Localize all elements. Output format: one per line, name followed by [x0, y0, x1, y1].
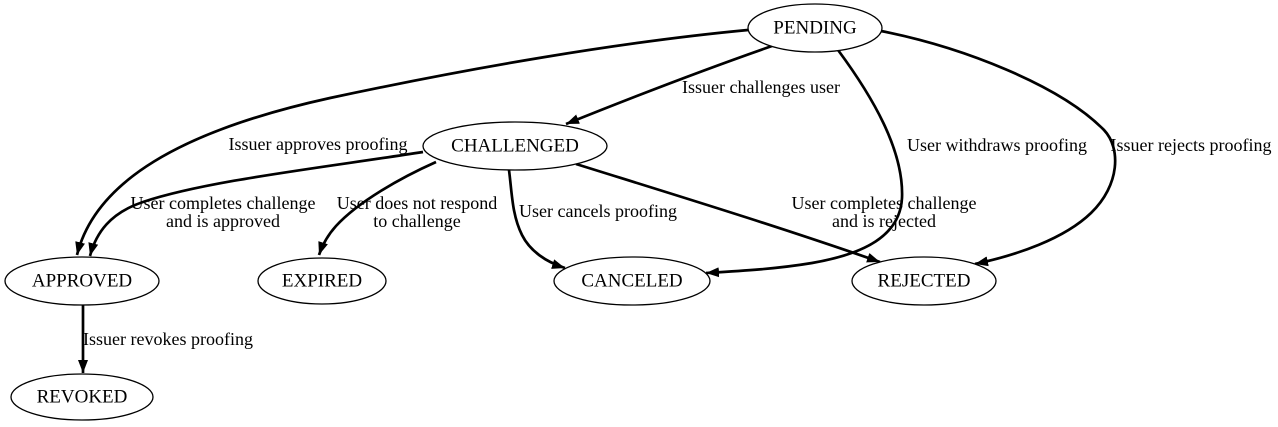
edge-line: [705, 49, 904, 278]
node-label: EXPIRED: [282, 271, 362, 292]
node-label: REJECTED: [878, 271, 971, 292]
edge-label: Issuer challenges user: [682, 77, 840, 97]
edge-line: [317, 160, 437, 256]
node-PENDING: PENDING: [747, 3, 883, 53]
edge-label: Issuer revokes proofing: [83, 329, 253, 349]
edge-label: and is approved: [166, 211, 280, 231]
node-CHALLENGED: CHALLENGED: [422, 121, 608, 171]
edge-line: [575, 162, 881, 264]
node-ellipse: [422, 121, 608, 171]
node-ellipse: [747, 3, 883, 53]
edge-CHALLENGED-CANCELED: User cancels proofing: [507, 169, 677, 270]
node-ellipse: [851, 256, 997, 306]
edge-label: User withdraws proofing: [907, 135, 1087, 155]
node-ellipse: [553, 256, 711, 306]
edge-label: and is rejected: [832, 211, 936, 231]
node-ellipse: [257, 257, 387, 305]
edge-label: User completes challenge: [792, 193, 977, 213]
edge-PENDING-REJECTED: Issuer rejects proofing: [880, 29, 1272, 267]
node-ellipse: [10, 373, 154, 421]
node-label: CANCELED: [581, 271, 682, 292]
edge-PENDING-CANCELED: User withdraws proofing: [705, 49, 1087, 278]
edge-line: [880, 29, 1117, 267]
edge-label: User cancels proofing: [519, 201, 677, 221]
edge-line: [507, 169, 566, 270]
node-label: PENDING: [773, 18, 857, 39]
edge-label: User completes challenge: [131, 193, 316, 213]
node-REJECTED: REJECTED: [851, 256, 997, 306]
node-CANCELED: CANCELED: [553, 256, 711, 306]
edge-label: Issuer rejects proofing: [1111, 135, 1272, 155]
node-REVOKED: REVOKED: [10, 373, 154, 421]
node-label: CHALLENGED: [451, 136, 579, 157]
node-label: REVOKED: [37, 387, 128, 408]
node-APPROVED: APPROVED: [4, 256, 160, 306]
node-ellipse: [4, 256, 160, 306]
edge-PENDING-APPROVED: Issuer approves proofing: [75, 28, 749, 256]
node-EXPIRED: EXPIRED: [257, 257, 387, 305]
edge-APPROVED-REVOKED: Issuer revokes proofing: [78, 305, 253, 373]
edge-label: User does not respond: [337, 193, 497, 213]
edge-label: to challenge: [373, 211, 460, 231]
node-label: APPROVED: [32, 271, 132, 292]
edge-line: [565, 44, 773, 126]
edge-PENDING-CHALLENGED: Issuer challenges user: [565, 44, 840, 126]
edge-label: Issuer approves proofing: [229, 134, 408, 154]
edge-line: [75, 28, 749, 256]
edge-line: [88, 150, 424, 257]
